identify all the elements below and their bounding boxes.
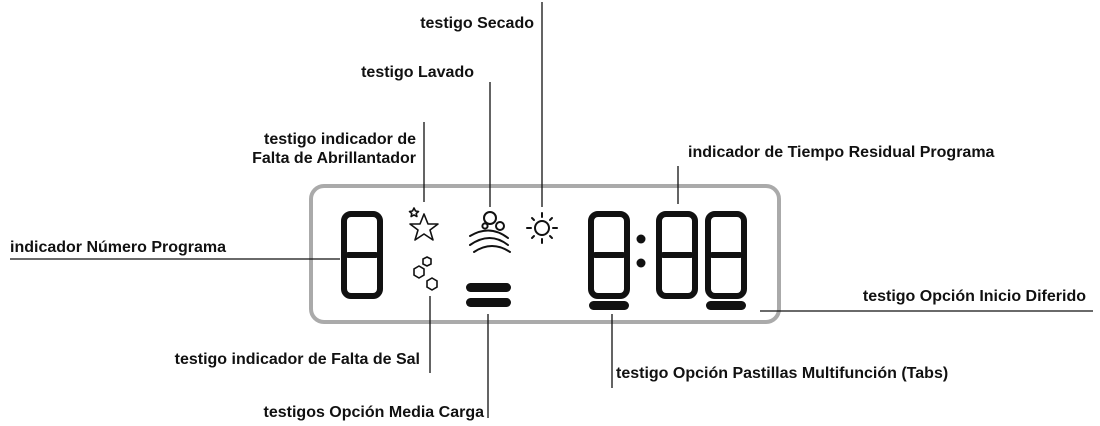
time-colon	[636, 234, 646, 268]
tabs-option-bar	[589, 301, 629, 310]
time-digit-1	[588, 211, 630, 299]
label-abrillantador-line2: Falta de Abrillantador	[252, 150, 416, 167]
label-lavado: testigo Lavado	[361, 64, 474, 81]
program-number-digit	[341, 211, 383, 299]
residual-time-digits	[588, 211, 747, 299]
rinse-aid-star-icon	[408, 207, 439, 241]
leader-lines	[10, 2, 1093, 418]
label-numero-programa: indicador Número Programa	[10, 239, 227, 256]
label-pastillas: testigo Opción Pastillas Multifunción (T…	[616, 365, 949, 382]
wash-icon	[469, 211, 511, 253]
label-abrillantador-line1: testigo indicador de	[263, 131, 416, 148]
half-load-bars	[466, 283, 511, 307]
label-inicio-diferido: testigo Opción Inicio Diferido	[862, 288, 1086, 305]
label-tiempo-residual: indicador de Tiempo Residual Programa	[688, 144, 995, 161]
label-media-carga: testigos Opción Media Carga	[263, 404, 484, 421]
label-falta-sal: testigo indicador de Falta de Sal	[174, 351, 420, 368]
display-frame	[309, 184, 781, 324]
dry-sun-icon	[526, 212, 558, 244]
time-digit-2	[656, 211, 698, 299]
time-digit-3	[705, 211, 747, 299]
label-secado: testigo Secado	[420, 15, 534, 32]
delayed-start-bar	[706, 301, 746, 310]
salt-hexagons-icon	[413, 256, 438, 291]
